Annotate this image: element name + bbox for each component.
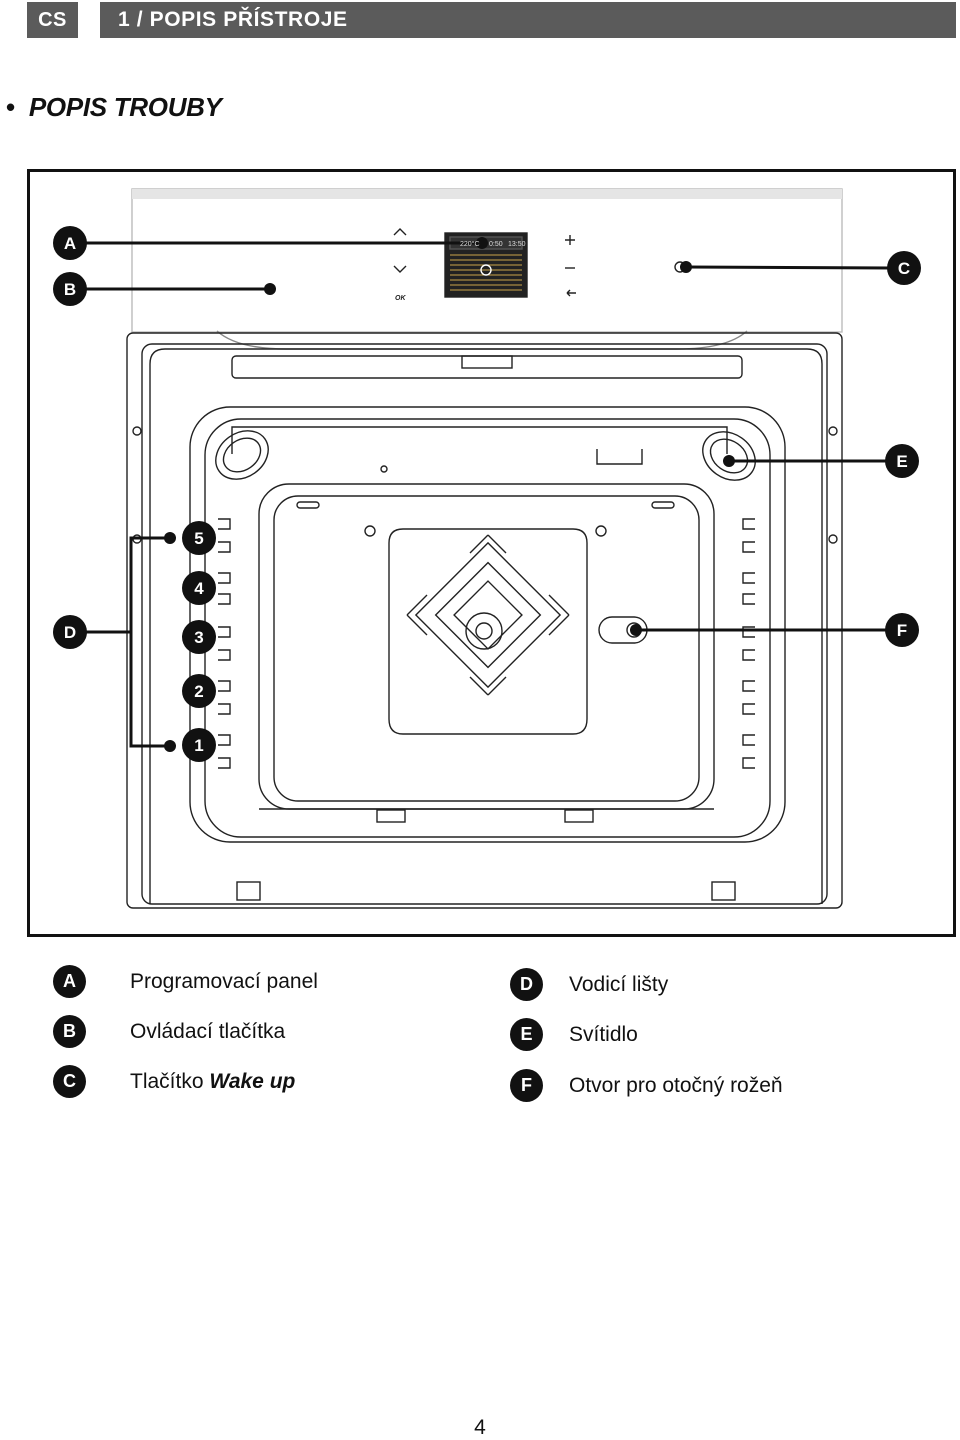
svg-text:5: 5 [194, 529, 203, 548]
legend-text: Svítidlo [569, 1022, 638, 1046]
page-number: 4 [474, 1416, 486, 1439]
arrow-up-icon [393, 228, 407, 236]
control-panel [131, 188, 843, 350]
callout-badge-b: B [53, 272, 87, 306]
svg-text:4: 4 [194, 579, 204, 598]
ok-label: OK [395, 295, 406, 302]
legend-badge: C [53, 1065, 86, 1098]
legend-text: Vodicí lišty [569, 972, 669, 996]
door-frame [126, 332, 843, 909]
lamp-left [215, 430, 269, 480]
callout-dot-d-bottom [164, 740, 176, 752]
display-temp: 220°C [460, 240, 480, 248]
legend-text-emphasis: Wake up [209, 1069, 296, 1093]
level-badge-1: 1 [182, 728, 216, 762]
legend-text-main: Tlačítko [130, 1069, 204, 1093]
legend-badge: F [510, 1069, 543, 1102]
callout-dot-a [476, 237, 488, 249]
section-title: • POPIS TROUBY [6, 92, 222, 123]
callout-badge-d: D [53, 615, 87, 649]
legend-item-e: E Svítidlo [510, 1018, 638, 1051]
callout-dot-d-top [164, 532, 176, 544]
shelf-rail-left [218, 518, 231, 769]
callout-dot-b [264, 283, 276, 295]
legend-text: Otvor pro otočný rožeň [569, 1073, 783, 1097]
callout-badge-a: A [53, 226, 87, 260]
svg-text:B: B [64, 280, 76, 299]
plus-icon [565, 235, 575, 245]
legend-badge: B [53, 1015, 86, 1048]
oven-diagram: A B C D E F 5 4 3 2 1 OK 220°C 0:50 13:5… [53, 188, 921, 909]
legend-item-d: D Vodicí lišty [510, 968, 668, 1001]
chapter-header: 1 / POPIS PŘÍSTROJE [100, 2, 956, 38]
svg-text:F: F [897, 621, 907, 640]
leader-line-c [685, 265, 903, 270]
svg-text:2: 2 [194, 682, 203, 701]
legend-badge: D [510, 968, 543, 1001]
callout-badge-f: F [885, 613, 919, 647]
display-time-1: 0:50 [489, 241, 503, 248]
bullet: • [6, 92, 15, 122]
display-time-2: 13:50 [508, 241, 526, 248]
legend-item-c: C Tlačítko Wake up [53, 1065, 295, 1098]
legend-item-f: F Otvor pro otočný rožeň [510, 1069, 783, 1102]
svg-text:D: D [64, 623, 76, 642]
back-icon [566, 289, 576, 297]
callout-dot-c [680, 261, 692, 273]
lamp-right [702, 431, 756, 481]
callout-badge-c: C [887, 251, 921, 285]
oven-cavity [189, 406, 786, 901]
legend-item-a: A Programovací panel [53, 965, 318, 998]
legend-badge: E [510, 1018, 543, 1051]
callout-dot-e [723, 455, 735, 467]
callout-badge-e: E [885, 444, 919, 478]
legend-text: Programovací panel [130, 969, 318, 993]
language-tag: CS [27, 2, 78, 38]
section-title-text: POPIS TROUBY [28, 92, 222, 122]
level-badge-5: 5 [182, 521, 216, 555]
svg-text:A: A [64, 234, 76, 253]
level-badge-4: 4 [182, 571, 216, 605]
svg-text:3: 3 [194, 628, 203, 647]
fan-cover [388, 528, 588, 735]
leader-bracket-d [129, 536, 169, 748]
shelf-rail-right [742, 518, 755, 769]
level-badge-3: 3 [182, 620, 216, 654]
legend-text: Tlačítko Wake up [130, 1070, 295, 1094]
svg-text:C: C [898, 259, 910, 278]
svg-text:E: E [896, 452, 907, 471]
level-badge-2: 2 [182, 674, 216, 708]
arrow-down-icon [393, 265, 407, 273]
callout-dot-f [630, 624, 642, 636]
figure-frame [27, 169, 956, 937]
legend-text: Ovládací tlačítka [130, 1019, 286, 1043]
legend-item-b: B Ovládací tlačítka [53, 1015, 285, 1048]
legend-badge: A [53, 965, 86, 998]
svg-text:1: 1 [194, 736, 203, 755]
